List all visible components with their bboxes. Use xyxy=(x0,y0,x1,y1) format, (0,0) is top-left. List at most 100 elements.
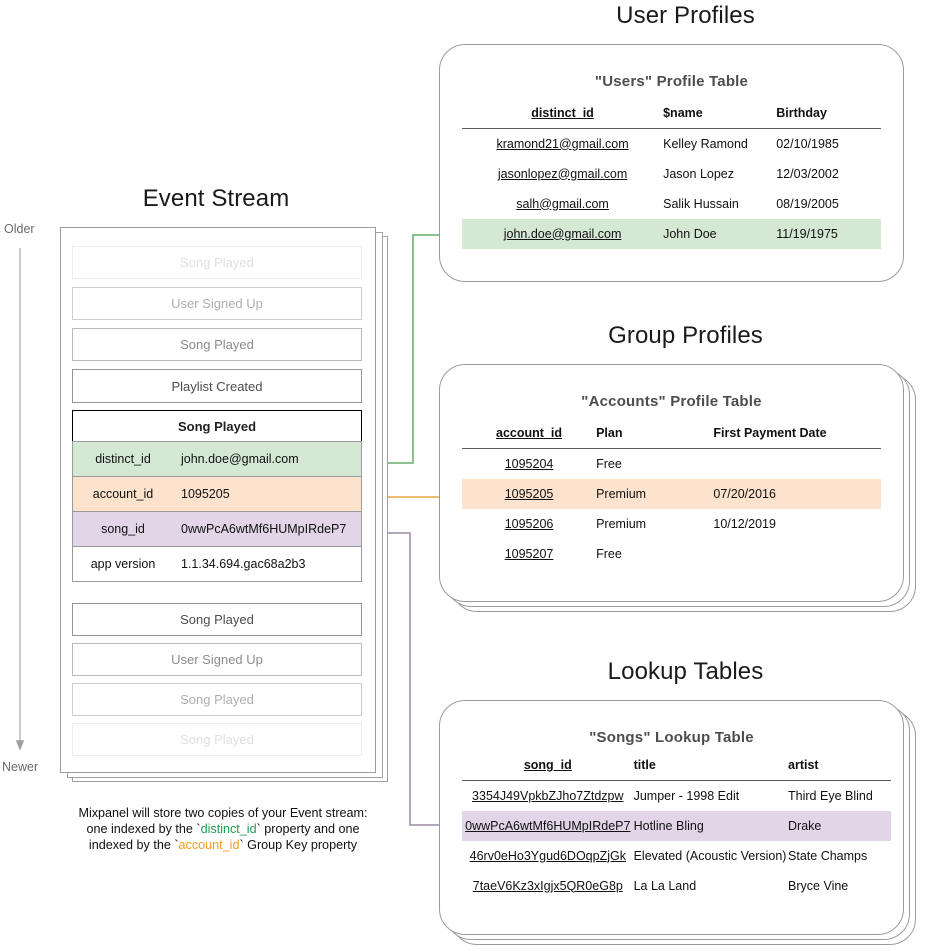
table-header-row: account_id Plan First Payment Date xyxy=(462,426,881,449)
event-row[interactable]: User Signed Up xyxy=(72,643,362,676)
event-row[interactable]: Song Played xyxy=(72,723,362,756)
timeline-label-newer: Newer xyxy=(2,760,39,774)
column-header-name: $name xyxy=(663,106,703,120)
property-key: song_id xyxy=(101,522,145,536)
user-profiles-cardstack: "Users" Profile Table distinct_id $name … xyxy=(439,44,909,284)
event-row-label: Song Played xyxy=(180,337,254,352)
property-key: app version xyxy=(90,557,156,571)
cell-plan: Free xyxy=(596,546,622,561)
column-header-title: title xyxy=(633,758,656,772)
table-row[interactable]: 46rv0eHo3Ygud6DOqpZjGk Elevated (Acousti… xyxy=(462,841,891,871)
cell-birthday: 08/19/2005 xyxy=(776,196,839,211)
event-row[interactable]: Song Played xyxy=(72,328,362,361)
cell-first-payment-date: 07/20/2016 xyxy=(713,478,881,509)
column-header-artist: artist xyxy=(788,758,819,772)
event-row[interactable]: Song Played xyxy=(72,683,362,716)
property-value: 1.1.34.694.gac68a2b3 xyxy=(181,557,306,571)
cell-distinct-id: jasonlopez@gmail.com xyxy=(497,166,628,181)
property-value: john.doe@gmail.com xyxy=(181,452,299,466)
cell-song-id: 7taeV6Kz3xIgjx5QR0eG8p xyxy=(472,878,623,893)
group-profiles-title: Group Profiles xyxy=(608,322,763,349)
user-profiles-card: "Users" Profile Table distinct_id $name … xyxy=(439,44,904,282)
cell-name: Salik Hussain xyxy=(663,196,739,211)
focus-event-card: Song Played distinct_id john.doe@gmail.c… xyxy=(72,410,362,590)
cell-distinct-id: john.doe@gmail.com xyxy=(462,218,664,249)
table-row[interactable]: 7taeV6Kz3xIgjx5QR0eG8p La La Land Bryce … xyxy=(462,871,891,901)
cell-title: La La Land xyxy=(633,878,697,893)
cell-account-id: 1095207 xyxy=(504,546,554,561)
event-row[interactable]: Playlist Created xyxy=(72,369,362,403)
table-row[interactable]: 1095204 Free xyxy=(462,449,881,479)
cell-distinct-id: kramond21@gmail.com xyxy=(496,136,629,151)
cell-name: Jason Lopez xyxy=(663,166,734,181)
caption-line-3: indexed by the `account_id` Group Key pr… xyxy=(38,837,408,853)
lookup-tables-card-title: "Songs" Lookup Table xyxy=(589,729,754,746)
cell-account-id: 1095204 xyxy=(504,456,554,471)
table-row[interactable]: kramond21@gmail.com Kelley Ramond 02/10/… xyxy=(462,129,881,159)
group-profiles-card: "Accounts" Profile Table account_id Plan… xyxy=(439,364,904,602)
cell-birthday: 02/10/1985 xyxy=(776,136,839,151)
event-row-label: User Signed Up xyxy=(171,652,263,667)
lookup-tables-card: "Songs" Lookup Table song_id title artis… xyxy=(439,700,904,935)
event-row[interactable]: User Signed Up xyxy=(72,287,362,320)
group-profiles-card-title: "Accounts" Profile Table xyxy=(581,393,762,410)
focus-event-header[interactable]: Song Played xyxy=(72,410,362,442)
cell-artist: Bryce Vine xyxy=(788,878,849,893)
cell-distinct-id: salh@gmail.com xyxy=(516,196,609,211)
cell-name: John Doe xyxy=(663,218,777,249)
event-row-label: Song Played xyxy=(180,732,254,747)
focus-event-property-distinct-id[interactable]: distinct_id john.doe@gmail.com xyxy=(72,441,362,477)
table-header-row: song_id title artist xyxy=(462,758,891,781)
property-value: 0wwPcA6wtMf6HUMpIRdeP7 xyxy=(181,522,347,536)
cell-birthday: 12/03/2002 xyxy=(776,166,839,181)
group-profiles-cardstack: "Accounts" Profile Table account_id Plan… xyxy=(439,364,919,614)
table-row[interactable]: 3354J49VpkbZJho7Ztdzpw Jumper - 1998 Edi… xyxy=(462,781,891,811)
focus-event-property-song-id[interactable]: song_id 0wwPcA6wtMf6HUMpIRdeP7 xyxy=(72,511,362,547)
user-profiles-table: distinct_id $name Birthday kramond21@gma… xyxy=(462,106,881,249)
cell-name: Kelley Ramond xyxy=(663,136,748,151)
cell-plan: Premium xyxy=(596,478,714,509)
event-row-label: Song Played xyxy=(180,692,254,707)
caption-line-1: Mixpanel will store two copies of your E… xyxy=(78,806,368,820)
table-row-highlighted[interactable]: 1095205 Premium 07/20/2016 xyxy=(462,478,881,509)
group-profiles-table: account_id Plan First Payment Date 10952… xyxy=(462,426,881,569)
cell-artist: Third Eye Blind xyxy=(788,788,873,803)
table-row[interactable]: salh@gmail.com Salik Hussain 08/19/2005 xyxy=(462,189,881,219)
caption-line-2-post: ` property and one xyxy=(256,822,360,836)
column-header-distinct-id: distinct_id xyxy=(531,106,594,120)
user-profiles-title: User Profiles xyxy=(616,2,755,29)
table-row[interactable]: 1095207 Free xyxy=(462,539,881,569)
caption-token-distinct-id: distinct_id xyxy=(200,822,257,836)
user-profiles-card-title: "Users" Profile Table xyxy=(594,73,749,90)
column-header-birthday: Birthday xyxy=(776,106,827,120)
caption-line-3-post: ` Group Key property xyxy=(239,838,358,852)
column-header-song-id: song_id xyxy=(523,758,572,772)
focus-event-property-account-id[interactable]: account_id 1095205 xyxy=(72,476,362,512)
event-row-label: User Signed Up xyxy=(171,296,263,311)
table-row[interactable]: jasonlopez@gmail.com Jason Lopez 12/03/2… xyxy=(462,159,881,189)
caption-line-2: one indexed by the `distinct_id` propert… xyxy=(38,821,408,837)
table-row-highlighted[interactable]: john.doe@gmail.com John Doe 11/19/1975 xyxy=(462,218,881,249)
column-header-first-payment-date: First Payment Date xyxy=(713,426,827,440)
property-value: 1095205 xyxy=(181,487,230,501)
cell-first-payment-date: 10/12/2019 xyxy=(713,516,776,531)
caption-token-account-id: account_id xyxy=(178,838,240,852)
cell-title: Jumper - 1998 Edit xyxy=(633,788,740,803)
event-stream-caption: Mixpanel will store two copies of your E… xyxy=(38,805,408,853)
cell-song-id: 0wwPcA6wtMf6HUMpIRdeP7 xyxy=(462,810,634,841)
cell-artist: Drake xyxy=(788,810,891,841)
table-row[interactable]: 1095206 Premium 10/12/2019 xyxy=(462,509,881,539)
cell-birthday: 11/19/1975 xyxy=(776,218,881,249)
cell-song-id: 3354J49VpkbZJho7Ztdzpw xyxy=(472,788,624,803)
timeline-label-older: Older xyxy=(4,222,35,236)
cell-artist: State Champs xyxy=(788,848,868,863)
event-row[interactable]: Song Played xyxy=(72,246,362,279)
table-row-highlighted[interactable]: 0wwPcA6wtMf6HUMpIRdeP7 Hotline Bling Dra… xyxy=(462,810,891,841)
event-row[interactable]: Song Played xyxy=(72,603,362,636)
cell-song-id: 46rv0eHo3Ygud6DOqpZjGk xyxy=(469,848,626,863)
event-row-label: Song Played xyxy=(180,612,254,627)
cell-title: Elevated (Acoustic Version) xyxy=(633,848,787,863)
caption-line-2-pre: one indexed by the ` xyxy=(86,822,201,836)
focus-event-property-app-version[interactable]: app version 1.1.34.694.gac68a2b3 xyxy=(72,546,362,582)
caption-line-3-pre: indexed by the ` xyxy=(88,838,179,852)
